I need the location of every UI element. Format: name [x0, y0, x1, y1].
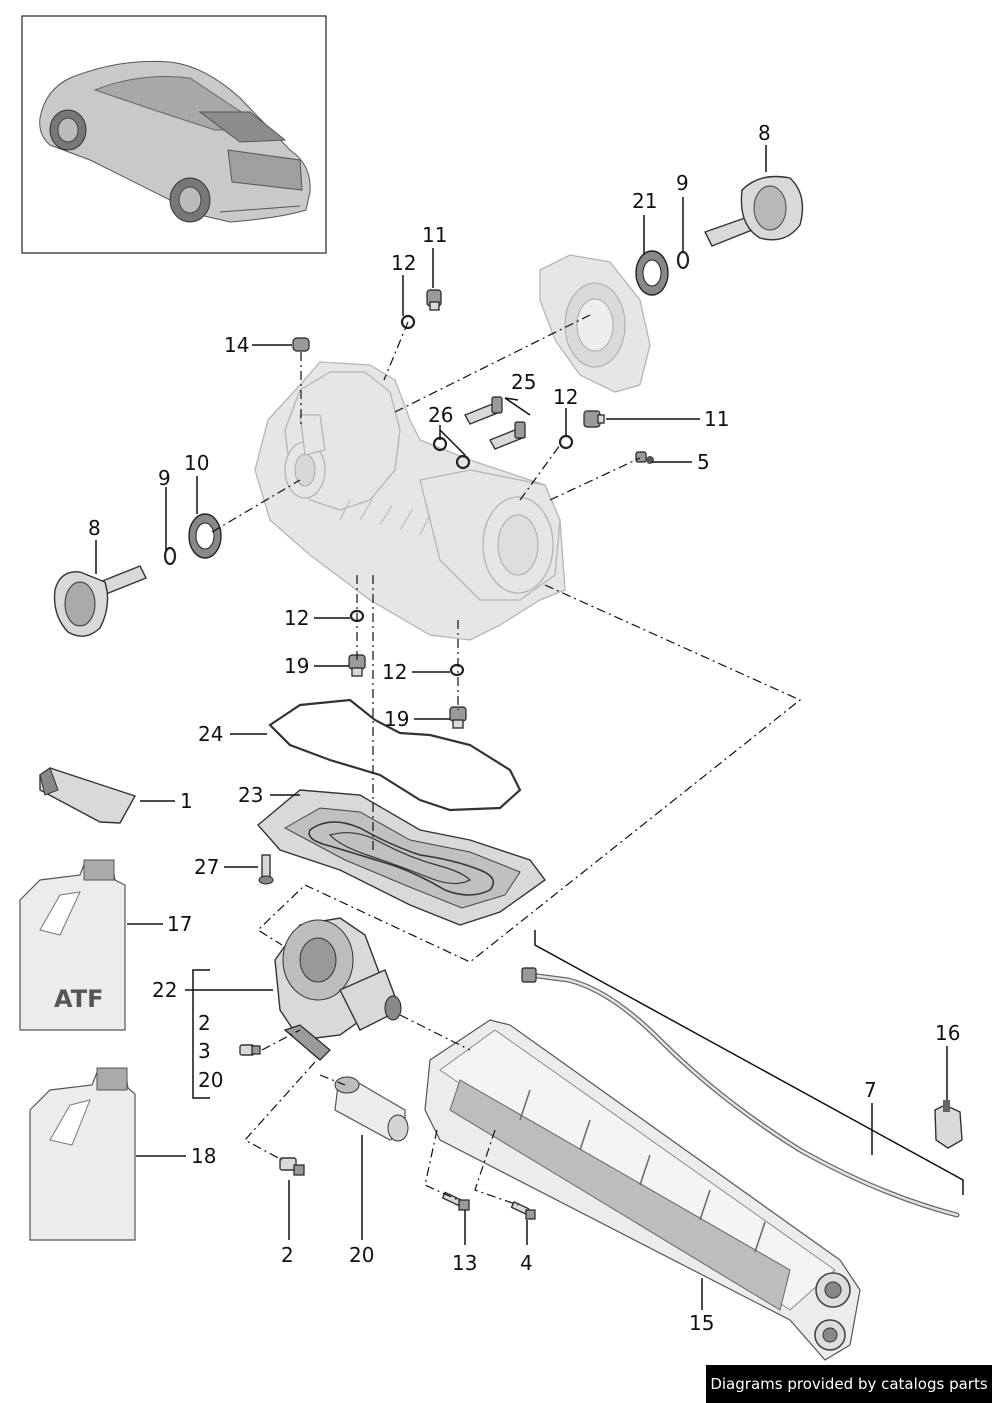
- breather-valve: [635, 451, 654, 464]
- callout-17: 17: [167, 912, 192, 936]
- callout-2: 2: [281, 1243, 294, 1267]
- cap-plug: [292, 337, 310, 352]
- sealant-tube: [39, 767, 137, 824]
- callout-5: 5: [697, 450, 710, 474]
- output-flange-right: [704, 175, 804, 247]
- oil-pan-gasket: [268, 698, 522, 812]
- filter-cartridge: [334, 1076, 409, 1142]
- atf-bottle-17: ATF: [19, 859, 126, 1031]
- callout-10: 10: [184, 451, 209, 475]
- sealing-ring-top: [400, 314, 416, 330]
- callout-12-low: 12: [382, 660, 407, 684]
- bolt-27: [258, 854, 274, 885]
- circlip-right: [676, 250, 690, 270]
- bracket-lines: [192, 930, 964, 1195]
- callout-7: 7: [864, 1078, 877, 1102]
- sealing-ring-low: [449, 663, 465, 677]
- transmission-housing: [254, 361, 566, 641]
- callout-2-group: 2: [198, 1011, 211, 1035]
- callout-11-top: 11: [422, 223, 447, 247]
- callout-19-mid: 19: [284, 654, 309, 678]
- callout-12-mid: 12: [284, 606, 309, 630]
- callout-12-top: 12: [391, 251, 416, 275]
- callout-16: 16: [935, 1021, 960, 1045]
- callout-24: 24: [198, 722, 223, 746]
- clip-16: [934, 1100, 963, 1149]
- bottle-label: ATF: [54, 985, 103, 1013]
- callout-15: 15: [689, 1311, 714, 1335]
- leader-lines: [95, 145, 948, 1310]
- callout-23: 23: [238, 783, 263, 807]
- bolt-3: [239, 1044, 261, 1056]
- sensor-2: [279, 1157, 305, 1176]
- callout-1: 1: [180, 789, 193, 813]
- screw-plug-right: [583, 410, 605, 428]
- callout-13: 13: [452, 1251, 477, 1275]
- guide-pins: [464, 396, 526, 450]
- output-flange-left: [53, 565, 147, 637]
- callout-20-group: 20: [198, 1068, 223, 1092]
- callout-3: 3: [198, 1039, 211, 1063]
- callout-9-left: 9: [158, 466, 171, 490]
- housing-cover-flange: [539, 254, 651, 393]
- drain-plug-b: [449, 706, 467, 729]
- bolt-4: [510, 1200, 536, 1220]
- screw-plug-top: [426, 289, 442, 311]
- callout-25: 25: [511, 370, 536, 394]
- drain-plug-a: [348, 654, 366, 677]
- callout-22: 22: [152, 978, 177, 1002]
- callout-8-left: 8: [88, 516, 101, 540]
- callout-9-right: 9: [676, 171, 689, 195]
- callout-12-right: 12: [553, 385, 578, 409]
- atf-bottle-18: [29, 1067, 136, 1241]
- circlip-left: [163, 546, 177, 566]
- sealing-ring-26b: [455, 454, 471, 470]
- crossmember: [424, 1019, 861, 1361]
- shaft-seal-right: [635, 250, 669, 296]
- callout-18: 18: [191, 1144, 216, 1168]
- oil-pan: [256, 789, 546, 926]
- callout-4: 4: [520, 1251, 533, 1275]
- callout-27: 27: [194, 855, 219, 879]
- callout-11-right: 11: [704, 407, 729, 431]
- transfer-unit: [274, 917, 402, 1061]
- sealing-ring-right: [558, 434, 574, 450]
- vehicle-thumbnail: [21, 15, 327, 254]
- shaft-seal-left: [188, 513, 222, 559]
- callout-21: 21: [632, 189, 657, 213]
- callout-14: 14: [224, 333, 249, 357]
- attribution-footer: Diagrams provided by catalogs parts: [706, 1365, 992, 1403]
- vent-line: [521, 967, 960, 1218]
- callout-8-right: 8: [758, 121, 771, 145]
- callout-19-low: 19: [384, 707, 409, 731]
- callout-labels: 8 9 21 11 12 14 25 12 11 26 5 10 9 8 12 …: [88, 121, 960, 1335]
- callout-26: 26: [428, 403, 453, 427]
- assembly-lines: [211, 314, 802, 1206]
- callout-20: 20: [349, 1243, 374, 1267]
